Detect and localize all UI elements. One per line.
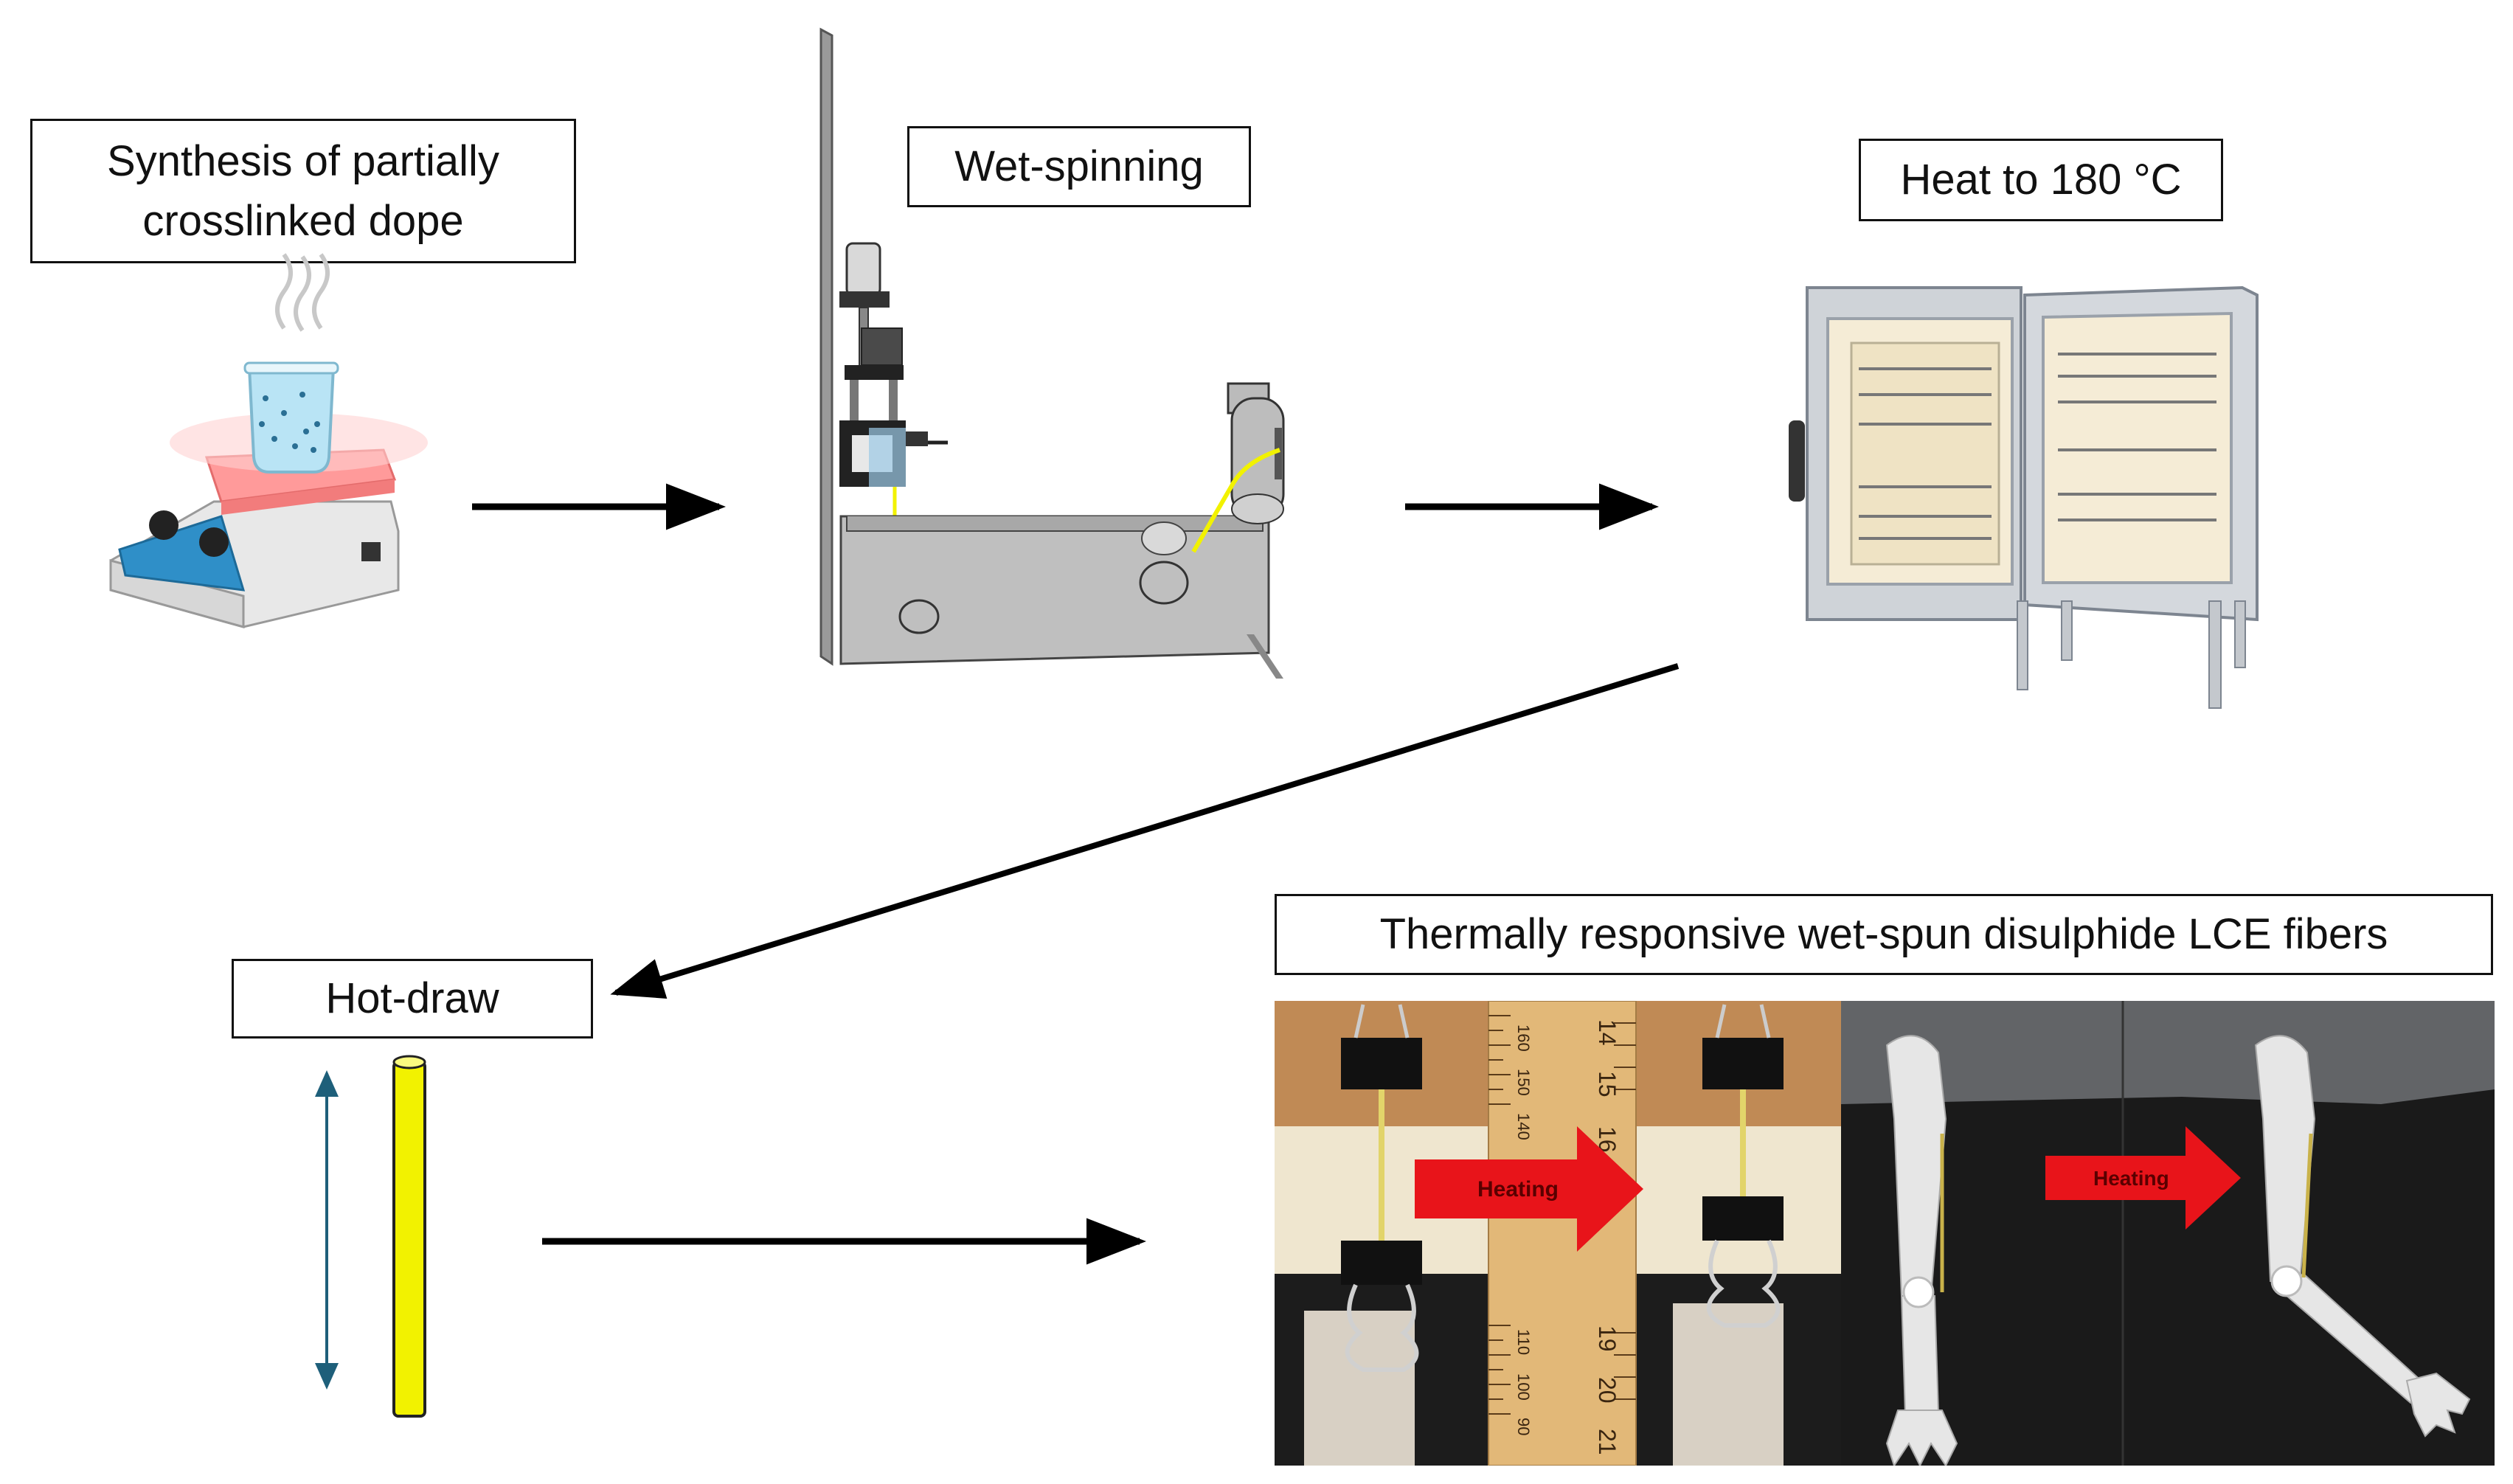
- wet-spinning-label: Wet-spinning: [907, 126, 1251, 207]
- heating-label-right: Heating: [2093, 1167, 2169, 1190]
- heating-label-left: Heating: [1477, 1177, 1559, 1202]
- ruler-num-bot-1: 19: [1594, 1325, 1621, 1352]
- heat-label: Heat to 180 °C: [1859, 139, 2223, 221]
- arrow-heat-to-draw: [610, 663, 1680, 999]
- ruler-mm-top-1: 160: [1514, 1024, 1533, 1052]
- ruler-num-bot-3: 21: [1594, 1429, 1621, 1455]
- ruler-num-top-1: 14: [1594, 1019, 1621, 1046]
- result-label: Thermally responsive wet-spun disulphide…: [1275, 894, 2493, 975]
- ruler-mm-top-2: 150: [1514, 1069, 1533, 1096]
- ruler-mm-bot-3: 90: [1514, 1418, 1533, 1435]
- ruler-mm-top-3: 140: [1514, 1113, 1533, 1140]
- result-photos: 160 150 140 14 15 16 110 100 90 19 20 21…: [1275, 1000, 2495, 1468]
- ruler-mm-bot-2: 100: [1514, 1373, 1533, 1401]
- synthesis-label: Synthesis of partially crosslinked dope: [30, 119, 576, 263]
- ruler-mm-bot-1: 110: [1514, 1329, 1533, 1355]
- hot-draw-label: Hot-draw: [232, 959, 593, 1039]
- ruler-num-bot-2: 20: [1594, 1377, 1621, 1404]
- ruler-num-top-2: 15: [1594, 1071, 1621, 1098]
